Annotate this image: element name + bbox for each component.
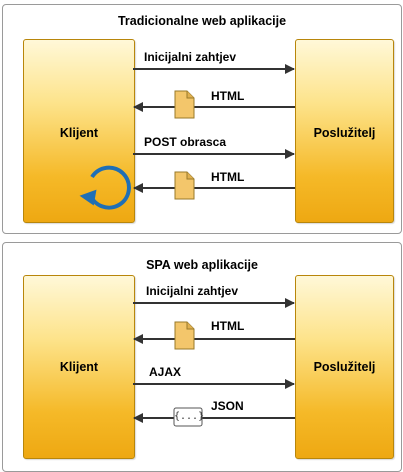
label-html-1: HTML xyxy=(211,89,245,103)
spa-client-label: Klijent xyxy=(59,360,99,374)
refresh-icon xyxy=(79,165,131,210)
traditional-server-box: Poslužitelj xyxy=(295,39,394,223)
json-icon-text: {...} xyxy=(174,411,205,422)
traditional-title: Tradicionalne web aplikacije xyxy=(117,14,287,28)
spa-client-box: Klijent xyxy=(23,275,135,459)
spa-server-label: Poslužitelj xyxy=(313,360,376,374)
document-icon xyxy=(174,90,195,119)
json-icon xyxy=(173,407,203,427)
label-html-2: HTML xyxy=(211,170,245,184)
spa-title: SPA web aplikacije xyxy=(146,258,258,272)
label-initial-request: Inicijalni zahtjev xyxy=(146,284,239,298)
traditional-client-label: Klijent xyxy=(59,126,99,140)
traditional-panel: Tradicionalne web aplikacije Klijent Pos… xyxy=(2,4,402,234)
document-icon xyxy=(174,171,195,200)
label-initial-request: Inicijalni zahtjev xyxy=(144,50,237,64)
spa-arrows xyxy=(133,298,295,427)
traditional-server-label: Poslužitelj xyxy=(313,126,376,140)
document-icon xyxy=(174,321,195,350)
label-ajax: AJAX xyxy=(149,365,182,379)
spa-server-box: Poslužitelj xyxy=(295,275,394,459)
spa-panel: SPA web aplikacije Klijent Poslužitelj I… xyxy=(2,242,402,472)
label-html: HTML xyxy=(211,319,245,333)
traditional-client-box: Klijent xyxy=(23,39,135,223)
label-post-form: POST obrasca xyxy=(144,135,227,149)
traditional-arrows xyxy=(79,64,295,210)
label-json: JSON xyxy=(211,399,244,413)
